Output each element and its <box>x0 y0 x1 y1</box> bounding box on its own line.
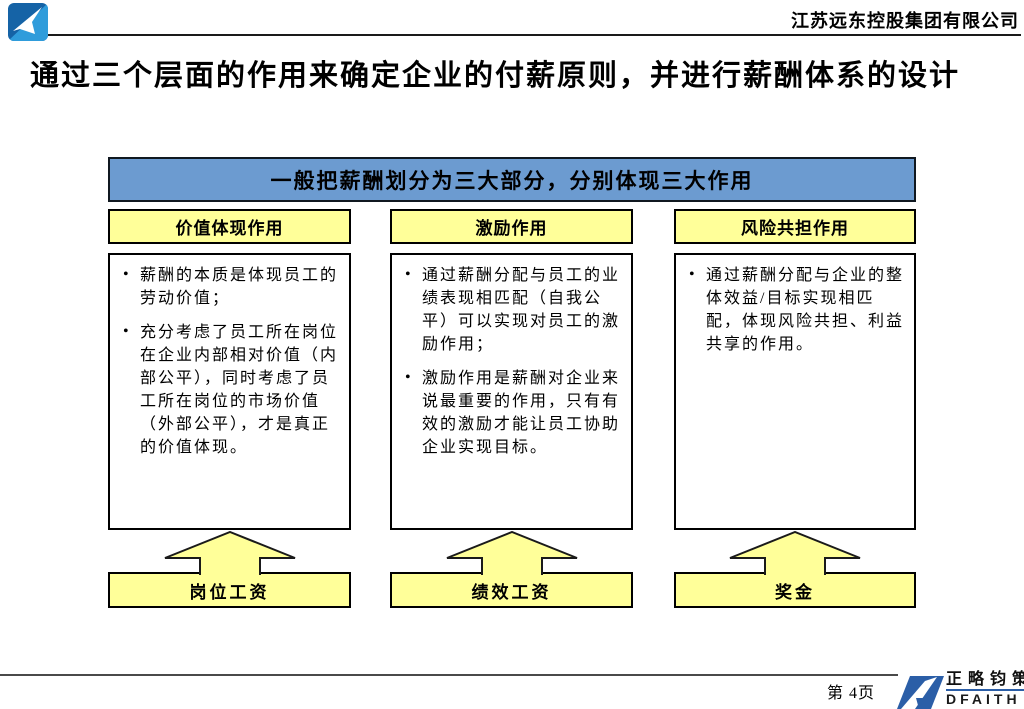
column-header-box: 风险共担作用 <box>674 209 916 244</box>
column-header-box: 激励作用 <box>390 209 633 244</box>
bullet-item: 通过薪酬分配与企业的整体效益/目标实现相匹配，体现风险共担、利益共享的作用。 <box>689 263 910 356</box>
column-header-label: 激励作用 <box>475 219 548 238</box>
base-label: 绩效工资 <box>471 582 552 602</box>
column-header-label: 价值体现作用 <box>175 219 284 238</box>
base-box: 奖金 <box>674 572 916 608</box>
brand-divider <box>946 689 1024 691</box>
bullet-list: 通过薪酬分配与员工的业绩表现相匹配（自我公平）可以实现对员工的激励作用； 激励作… <box>392 263 627 459</box>
diagram-column-value: 价值体现作用 薪酬的本质是体现员工的劳动价值； 充分考虑了员工所在岗位在企业内部… <box>108 209 351 608</box>
base-label: 奖金 <box>775 582 815 602</box>
company-logo-icon <box>8 3 48 41</box>
bullet-item: 薪酬的本质是体现员工的劳动价值； <box>123 263 345 310</box>
up-arrow-icon <box>446 531 577 575</box>
column-body-box: 薪酬的本质是体现员工的劳动价值； 充分考虑了员工所在岗位在企业内部相对价值（内部… <box>108 253 351 530</box>
base-box: 绩效工资 <box>390 572 633 608</box>
column-body-box: 通过薪酬分配与企业的整体效益/目标实现相匹配，体现风险共担、利益共享的作用。 <box>674 253 916 530</box>
footer-divider <box>0 674 898 676</box>
brand-block: 正略钧策 DFAITH <box>946 671 1024 707</box>
page-title: 通过三个层面的作用来确定企业的付薪原则，并进行薪酬体系的设计 <box>30 60 961 92</box>
base-box: 岗位工资 <box>108 572 351 608</box>
up-arrow-icon <box>729 531 861 575</box>
column-body-box: 通过薪酬分配与员工的业绩表现相匹配（自我公平）可以实现对员工的激励作用； 激励作… <box>390 253 633 530</box>
column-header-box: 价值体现作用 <box>108 209 351 244</box>
bullet-item: 充分考虑了员工所在岗位在企业内部相对价值（内部公平），同时考虑了员工所在岗位的市… <box>123 320 345 459</box>
up-arrow-icon <box>164 531 295 575</box>
header-divider <box>48 34 1021 36</box>
column-header-label: 风险共担作用 <box>741 219 849 238</box>
company-name: 江苏远东控股集团有限公司 <box>791 11 1019 31</box>
banner-box: 一般把薪酬划分为三大部分，分别体现三大作用 <box>108 157 916 202</box>
bullet-list: 薪酬的本质是体现员工的劳动价值； 充分考虑了员工所在岗位在企业内部相对价值（内部… <box>110 263 345 459</box>
diagram-column-incentive: 激励作用 通过薪酬分配与员工的业绩表现相匹配（自我公平）可以实现对员工的激励作用… <box>390 209 633 608</box>
page-number: 第 4页 <box>827 685 876 702</box>
bullet-item: 通过薪酬分配与员工的业绩表现相匹配（自我公平）可以实现对员工的激励作用； <box>405 263 627 356</box>
adfaith-logo-icon <box>897 676 944 709</box>
brand-name-en: DFAITH <box>946 691 1021 707</box>
bullet-item: 激励作用是薪酬对企业来说最重要的作用，只有有效的激励才能让员工协助企业实现目标。 <box>405 366 627 459</box>
banner-text: 一般把薪酬划分为三大部分，分别体现三大作用 <box>270 168 754 193</box>
bullet-list: 通过薪酬分配与企业的整体效益/目标实现相匹配，体现风险共担、利益共享的作用。 <box>676 263 910 356</box>
base-label: 岗位工资 <box>189 582 270 602</box>
brand-name-cn: 正略钧策 <box>946 671 1024 688</box>
diagram-column-risk: 风险共担作用 通过薪酬分配与企业的整体效益/目标实现相匹配，体现风险共担、利益共… <box>674 209 916 608</box>
